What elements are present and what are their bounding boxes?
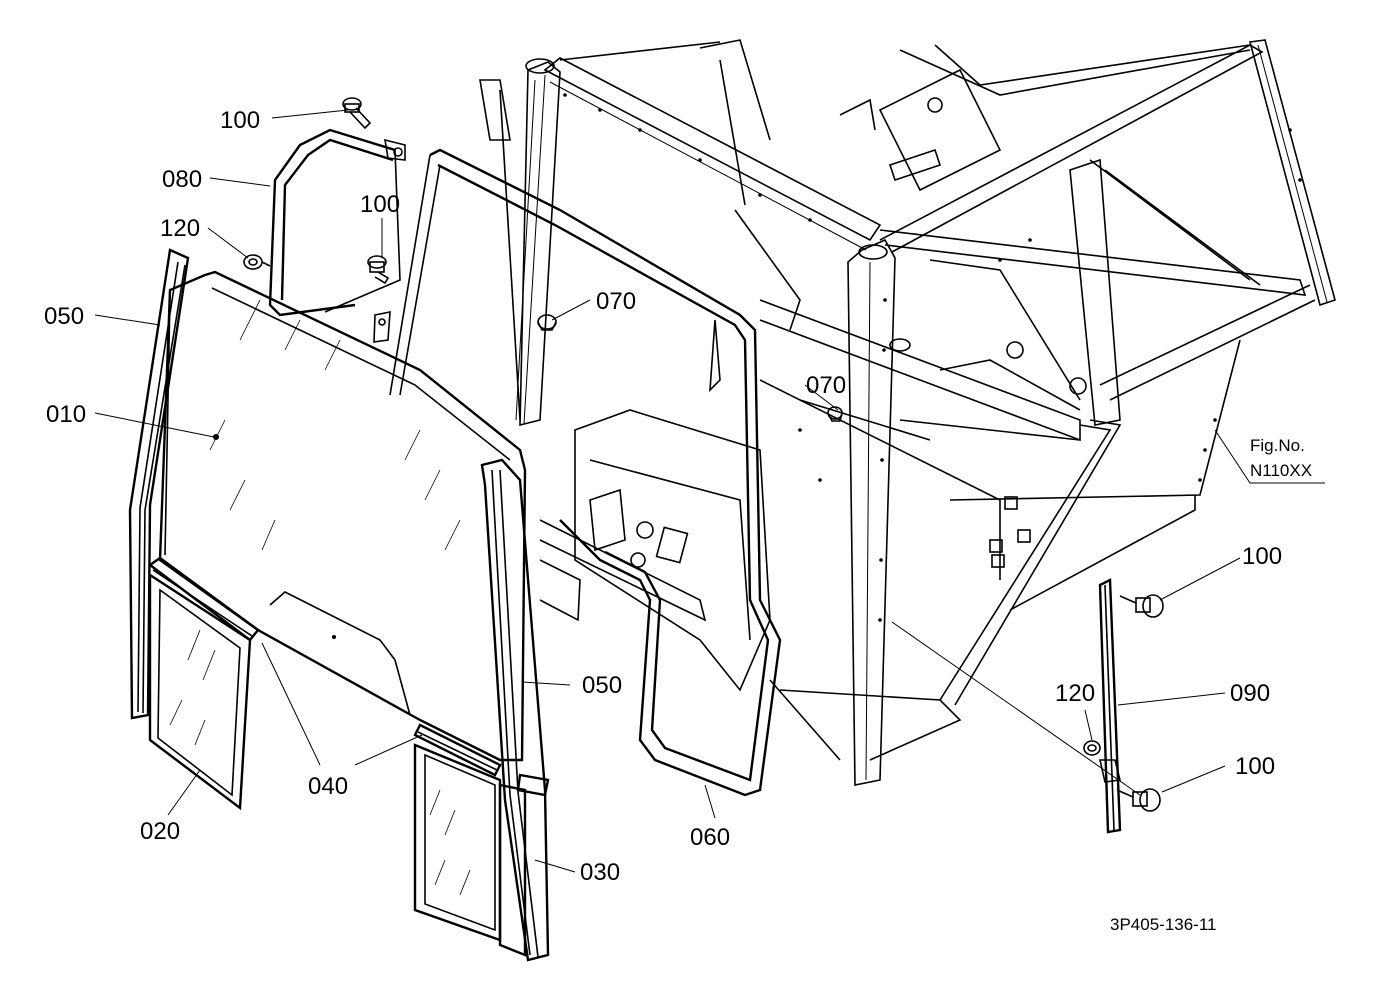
callout-040: 040 [308, 773, 348, 800]
clip-icon [537, 314, 557, 331]
bolt-icon [342, 97, 372, 130]
part-080-handle [268, 128, 406, 343]
part-030-lower-glass [413, 743, 502, 942]
callout-100: 100 [360, 191, 400, 218]
part-010-windshield [158, 270, 527, 762]
part-050-right-strip [480, 458, 550, 962]
callout-070: 070 [596, 288, 636, 315]
drawing-code: 3P405-136-11 [1110, 915, 1217, 934]
part-020-lower-glass [148, 572, 252, 811]
part-050-left-strip [128, 248, 190, 720]
callout-030: 030 [580, 859, 620, 886]
figure-label: Fig.No. [1250, 436, 1305, 455]
callout-labels: 100 080 100 120 050 070 010 070 100 050 … [44, 107, 1282, 886]
clip-icon [827, 406, 843, 422]
callout-050: 050 [582, 672, 622, 699]
fasteners [243, 97, 1164, 812]
callout-100: 100 [1235, 753, 1275, 780]
callout-120: 120 [160, 215, 200, 242]
part-090-bar [1098, 578, 1122, 834]
bolt-icon [1119, 594, 1164, 618]
bolt-icon [1116, 788, 1161, 812]
part-040-strips [147, 556, 502, 777]
callout-080: 080 [162, 166, 202, 193]
callout-010: 010 [46, 401, 86, 428]
nut-icon [243, 254, 271, 270]
figure-number: N110XX [1250, 461, 1312, 480]
callout-070: 070 [806, 372, 846, 399]
figure-reference: Fig.No. N110XX 3P405-136-11 [1110, 436, 1312, 934]
cab-frame [479, 39, 1336, 786]
part-060-seal-frame [389, 148, 782, 797]
bolt-icon [367, 255, 390, 285]
callout-120: 120 [1055, 680, 1095, 707]
callout-100: 100 [220, 107, 260, 134]
leader-lines [94, 109, 1325, 873]
callout-020: 020 [140, 818, 180, 845]
callout-100: 100 [1242, 543, 1282, 570]
callout-090: 090 [1230, 680, 1270, 707]
nut-icon [1083, 740, 1101, 756]
callout-050: 050 [44, 303, 84, 330]
callout-060: 060 [690, 824, 730, 851]
